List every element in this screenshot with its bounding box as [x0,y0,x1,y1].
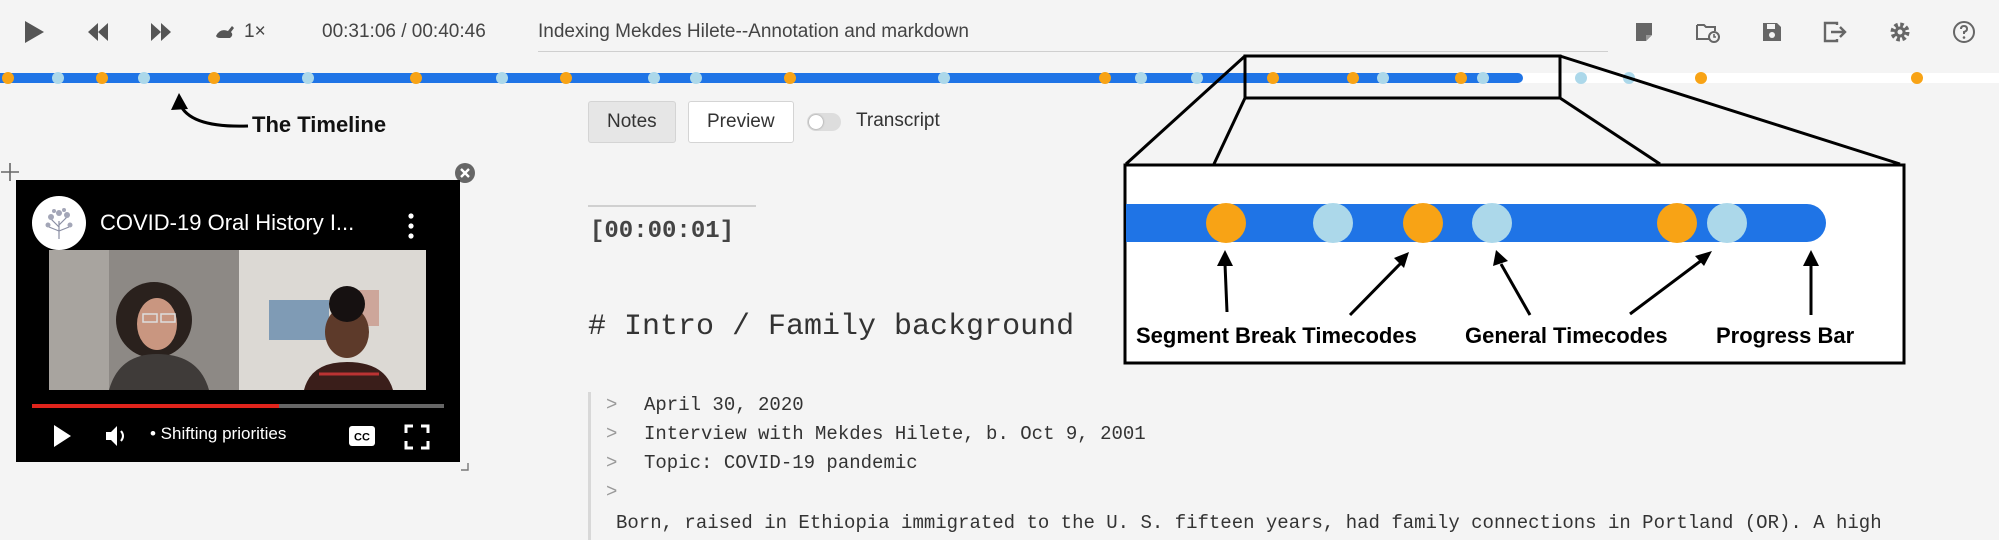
captions-icon[interactable]: CC [348,425,376,447]
general-timecodes-label: General Timecodes [1465,323,1668,348]
segment-timecode-marker[interactable] [1911,72,1924,84]
playback-clock: 00:31:06 / 00:40:46 [322,21,486,42]
play-icon [25,21,44,43]
document-title-field[interactable]: Indexing Mekdes Hilete--Annotation and m… [538,14,1608,52]
close-icon[interactable] [454,162,476,184]
general-timecode-marker[interactable] [1575,72,1588,84]
general-timecode-marker[interactable] [301,72,314,84]
transcript-toggle-label: Transcript [856,110,940,131]
timeline-caption: The Timeline [252,112,387,137]
resize-handle-icon[interactable] [460,462,470,472]
play-icon[interactable] [52,424,72,448]
general-timecode-marker[interactable] [1191,72,1204,84]
general-timecode-marker[interactable] [51,72,64,84]
section-heading[interactable]: # Intro / Family background [588,310,1075,344]
video-frame [49,250,426,390]
progress-bar-label: Progress Bar [1716,323,1855,348]
rewind-button[interactable] [78,12,118,52]
gear-icon [1890,22,1910,42]
help-button[interactable] [1946,14,1982,50]
video-title[interactable]: COVID-19 Oral History I... [100,210,355,235]
move-icon[interactable] [0,162,20,182]
save-button[interactable] [1754,14,1790,50]
settings-button[interactable] [1882,14,1918,50]
segment-timecode-marker[interactable] [95,72,108,84]
segment-timecode-marker[interactable] [783,72,796,84]
export-button[interactable] [1818,14,1854,50]
save-icon [1763,23,1781,41]
general-timecode-marker[interactable] [689,72,702,84]
segment-timecode-marker[interactable] [207,72,220,84]
segment-timecode-marker[interactable] [1099,72,1112,84]
tab-notes[interactable]: Notes [588,101,676,143]
quote-line[interactable]: >April 30, 2020 [606,394,804,416]
segment-timecode-marker[interactable] [1455,72,1468,84]
timeline-progress-bar [0,73,1524,83]
quote-line[interactable]: >Topic: COVID-19 pandemic [606,452,918,474]
more-vert-icon[interactable] [405,212,417,240]
divider [588,205,756,207]
general-timecode-marker[interactable] [647,72,660,84]
general-timecode-marker[interactable] [1135,72,1148,84]
general-timecode-marker[interactable] [1477,72,1490,84]
tab-preview[interactable]: Preview [688,101,794,143]
general-timecode-marker[interactable] [137,72,150,84]
zoom-callout [1123,54,1906,365]
segment-timecode-marker[interactable] [1267,72,1280,84]
export-icon [1823,21,1847,43]
quote-bar [588,392,591,540]
segment-timecode-marker[interactable] [559,72,572,84]
volume-icon[interactable] [104,424,130,448]
channel-avatar[interactable] [32,196,86,250]
rewind-icon [88,23,108,41]
transcript-toggle[interactable] [807,113,841,131]
speed-rabbit-icon [216,26,234,38]
speed-value: 1× [244,21,266,42]
open-folder-icon [1696,24,1720,43]
play-button[interactable] [14,12,54,52]
playback-speed[interactable]: 1× [214,14,266,50]
segment-timecode-marker[interactable] [1695,72,1708,84]
timecode[interactable]: [00:00:01] [590,218,735,245]
new-document-icon [1636,23,1652,41]
segment-timecode-marker[interactable] [1,72,14,84]
new-document-button[interactable] [1626,14,1662,50]
general-timecode-marker[interactable] [1377,72,1390,84]
body-text[interactable]: Born, raised in Ethiopia immigrated to t… [616,512,1882,534]
video-progress-bar[interactable] [32,404,444,408]
timeline-arrow [171,93,249,128]
open-folder-button[interactable] [1690,14,1726,50]
quote-line[interactable]: > [606,481,618,503]
fast-forward-icon [151,23,171,41]
general-timecode-marker[interactable] [495,72,508,84]
svg-text:CC: CC [354,432,370,444]
fast-forward-button[interactable] [141,12,181,52]
help-icon [1953,21,1975,43]
segment-timecodes-label: Segment Break Timecodes [1136,323,1417,348]
segment-timecode-marker[interactable] [409,72,422,84]
video-player[interactable]: COVID-19 Oral History I... • Shif [16,180,460,462]
general-timecode-marker[interactable] [937,72,950,84]
video-chapter[interactable]: • Shifting priorities [150,424,287,443]
segment-timecode-marker[interactable] [1347,72,1360,84]
fullscreen-icon[interactable] [404,424,430,450]
quote-line[interactable]: >Interview with Mekdes Hilete, b. Oct 9,… [606,423,1146,445]
